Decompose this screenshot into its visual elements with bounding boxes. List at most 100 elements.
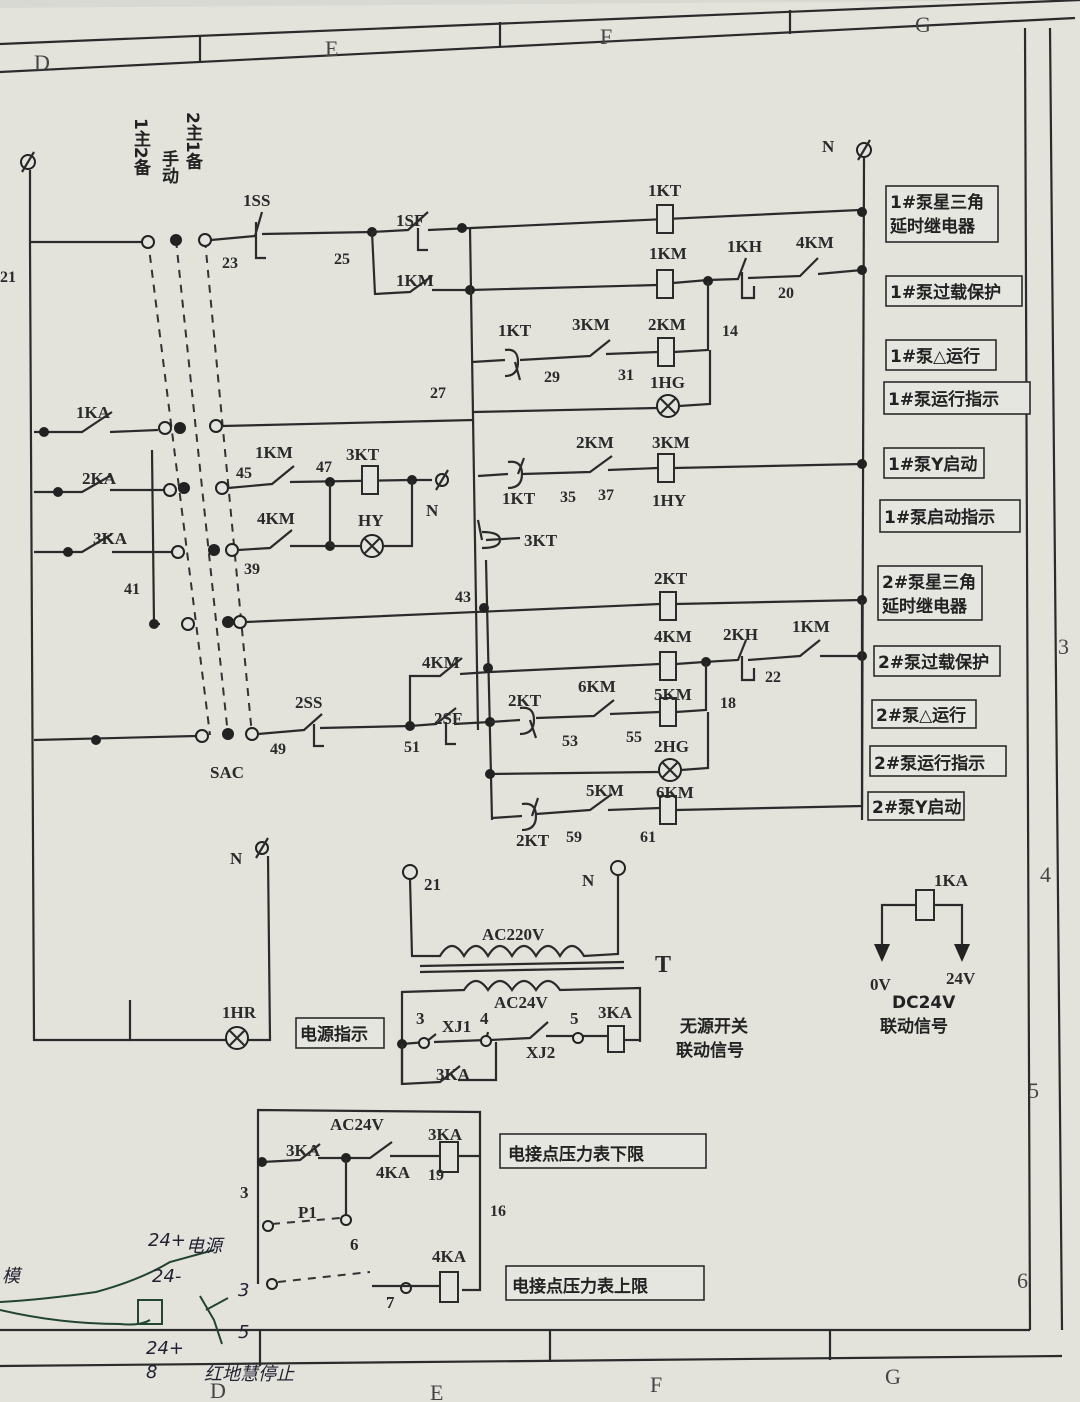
transformer-secondary [400,979,642,1084]
selector-col1-label: 1主2备 [130,118,152,177]
transformer-primary [408,875,620,959]
label-1km-row8: 1KM [792,617,830,636]
zone-right-5: 5 [1028,1078,1039,1103]
label-2kt: 2KT [654,569,688,588]
pressure-p1-contact [271,1217,341,1225]
svg-text:53: 53 [562,733,578,750]
fn-label-7: 2#泵星三角延时继电器 [881,572,976,617]
label-3ka: 3KA [93,529,128,548]
svg-text:19: 19 [428,1167,444,1184]
svg-text:49: 49 [270,741,286,758]
neutral-label: N [822,137,835,156]
svg-text:35: 35 [560,489,576,506]
svg-text:22: 22 [765,669,781,686]
label-5km: 5KM [654,685,692,704]
svg-text:14: 14 [722,323,738,340]
svg-text:43: 43 [455,589,471,606]
svg-text:25: 25 [334,251,350,268]
svg-text:20: 20 [778,285,794,302]
pressure-supply-label: AC24V [330,1115,385,1134]
zone-top-f: F [600,24,612,49]
pressure-high-label: 电接点压力表上限 [512,1276,648,1297]
label-1km-hold: 1KM [396,271,434,290]
coil-3ka [607,1025,625,1053]
dc-line1: DC24V [892,993,956,1013]
coil-2km [657,337,675,367]
svg-text:47: 47 [316,459,332,476]
svg-text:18: 18 [720,695,736,712]
svg-text:29: 29 [544,369,560,386]
svg-text:模: 模 [2,1266,23,1287]
label-2ka: 2KA [82,469,117,488]
fn-label-9: 2#泵△运行 [876,705,966,726]
label-2hg: 2HG [654,737,689,756]
svg-text:59: 59 [566,829,582,846]
bus-pump1 [468,227,480,731]
label-1hr: 1HR [222,1003,257,1022]
svg-text:16: 16 [490,1203,506,1220]
zone-right-3: 3 [1058,634,1069,659]
fn-1a: 1#泵星三角 [890,192,984,213]
svg-text:8: 8 [146,1362,157,1383]
label-p1: P1 [298,1203,317,1222]
fn-1b: 延时继电器 [889,216,976,237]
label-4km: 4KM [654,627,692,646]
label-2kt-ydelay: 2KT [516,831,550,850]
label-xj2: XJ2 [526,1043,555,1062]
label-1ss: 1SS [243,191,270,210]
svg-text:51: 51 [404,739,420,756]
passive-switch-line1: 无源开关 [679,1016,748,1037]
selector-name: SAC [210,763,244,782]
label-1km-start: 1KM [255,443,293,462]
label-4km-hy: 4KM [257,509,295,528]
svg-text:24-: 24- [152,1266,181,1287]
label-1km: 1KM [649,244,687,263]
coil-3kt [361,465,379,495]
zone-right-6: 6 [1017,1268,1028,1293]
svg-text:31: 31 [618,367,634,384]
label-6km: 6KM [578,677,616,696]
handwritten-notes: 24+ 电源 24- 24+ 3 5 8 红地慧停止 模 [0,1230,295,1385]
zone-top-e: E [325,36,338,61]
left-rail [28,170,130,1042]
coil-4km [659,651,677,681]
label-hy: HY [358,511,384,530]
passive-switch-label: 无源开关联动信号 [676,1016,748,1061]
power-indicator-label: 电源指示 [300,1024,368,1045]
svg-text:24+: 24+ [148,1230,186,1251]
fn-label-2: 1#泵过载保护 [890,282,1001,303]
label-4km-row2: 4KM [796,233,834,252]
svg-text:55: 55 [626,729,642,746]
transformer-name: T [655,952,671,978]
label-3ka-p: 3KA [286,1141,321,1160]
zone-bottom-e: E [430,1380,443,1402]
label-xj1: XJ1 [442,1017,471,1036]
svg-text:41: 41 [124,581,140,598]
label-4ka-coil-p: 4KA [432,1247,467,1266]
zone-top-d: D [34,50,50,75]
svg-text:5: 5 [238,1322,249,1343]
pressure-low-label: 电接点压力表下限 [508,1144,644,1165]
svg-text:5: 5 [570,1009,579,1028]
left-wire-number: 21 [0,269,16,286]
svg-text:23: 23 [222,255,238,272]
fn-label-3: 1#泵△运行 [890,346,980,367]
fn-label-1: 1#泵星三角延时继电器 [889,192,984,237]
svg-text:3: 3 [238,1280,249,1301]
zone-bottom-g: G [885,1364,901,1389]
pressure-loop [256,1108,482,1292]
label-2kt-delay: 2KT [508,691,542,710]
coil-1ka [915,889,935,921]
fn-7a: 2#泵星三角 [882,572,976,593]
function-labels: 1#泵星三角延时继电器 1#泵过载保护 1#泵△运行 1#泵运行指示 1#泵Y启… [867,185,1031,821]
selector-col2-label: 手动 [158,149,179,185]
fn-7b: 延时继电器 [881,596,968,617]
label-n-1hr: N [230,849,243,868]
svg-text:27: 27 [430,385,446,402]
zone-bottom-f: F [650,1372,662,1397]
label-3kt-contact: 3KT [524,531,558,550]
fn-label-5: 1#泵Y启动 [888,454,977,475]
transformer-primary-label: AC220V [482,925,545,944]
